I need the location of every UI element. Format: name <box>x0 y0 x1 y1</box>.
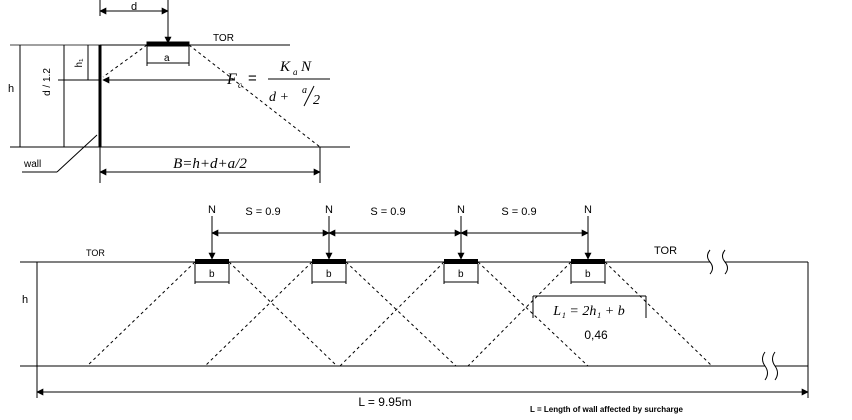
break-symbol-top-2 <box>722 249 728 275</box>
formula-slash <box>303 85 315 107</box>
footnote: L = Length of wall affected by surcharge <box>530 405 684 414</box>
bottom-h-label: h <box>22 294 28 306</box>
b-label-4: b <box>585 269 591 280</box>
load-label-2: N <box>325 204 333 216</box>
wall-label: wall <box>23 159 41 170</box>
formula-num-sub: a <box>293 67 298 77</box>
footing-3 <box>444 259 478 264</box>
top-footing <box>146 41 190 47</box>
spacing-label-3: S = 0.9 <box>501 206 536 218</box>
l1-value: 0,46 <box>584 328 608 342</box>
formula-num-n: N <box>300 59 312 75</box>
break-symbol-top <box>707 249 713 275</box>
top-tor-label: TOR <box>213 33 234 44</box>
b-label-2: b <box>326 269 332 280</box>
l1-formula: L₁ = 2h₁ + b <box>552 304 624 319</box>
b-label-3: b <box>458 269 464 280</box>
b-label-1: b <box>209 269 215 280</box>
spacing-label-2: S = 0.9 <box>370 206 405 218</box>
length-label: L = 9.95m <box>358 395 411 409</box>
formula-den-d: d + <box>269 90 289 105</box>
d-label: d <box>131 1 137 13</box>
tor-right-label: TOR <box>654 245 677 257</box>
bottom-diagram <box>20 216 809 398</box>
a-label: a <box>164 53 170 64</box>
formula-den-2: 2 <box>313 93 320 108</box>
wall-leader <box>56 134 98 173</box>
load-label-3: N <box>457 204 465 216</box>
formula-den-a: a <box>302 85 307 96</box>
top-influence-left <box>102 44 148 78</box>
footing-1 <box>195 259 229 264</box>
b-formula: B=h+d+a/2 <box>173 156 247 172</box>
tor-left-label: TOR <box>86 248 105 258</box>
load-label-4: N <box>584 204 592 216</box>
top-h-label: h <box>8 83 14 95</box>
spacing-label-1: S = 0.9 <box>245 206 280 218</box>
footing-2 <box>312 259 346 264</box>
d12-label: d / 1.2 <box>42 68 53 96</box>
formula-equals: = <box>248 70 257 87</box>
top-diagram <box>10 0 350 183</box>
formula-lhs: F <box>226 71 237 88</box>
formula-lhs-sub: c <box>238 80 242 90</box>
break-symbol-bottom <box>762 351 768 381</box>
formula-num-k: K <box>279 59 291 75</box>
footing-4 <box>571 259 605 264</box>
h1-label: h₁ <box>74 58 85 68</box>
break-symbol-bottom-2 <box>772 351 778 381</box>
bottom-influence-lines <box>86 261 713 367</box>
load-label-1: N <box>208 204 216 216</box>
top-influence-right <box>188 44 321 148</box>
